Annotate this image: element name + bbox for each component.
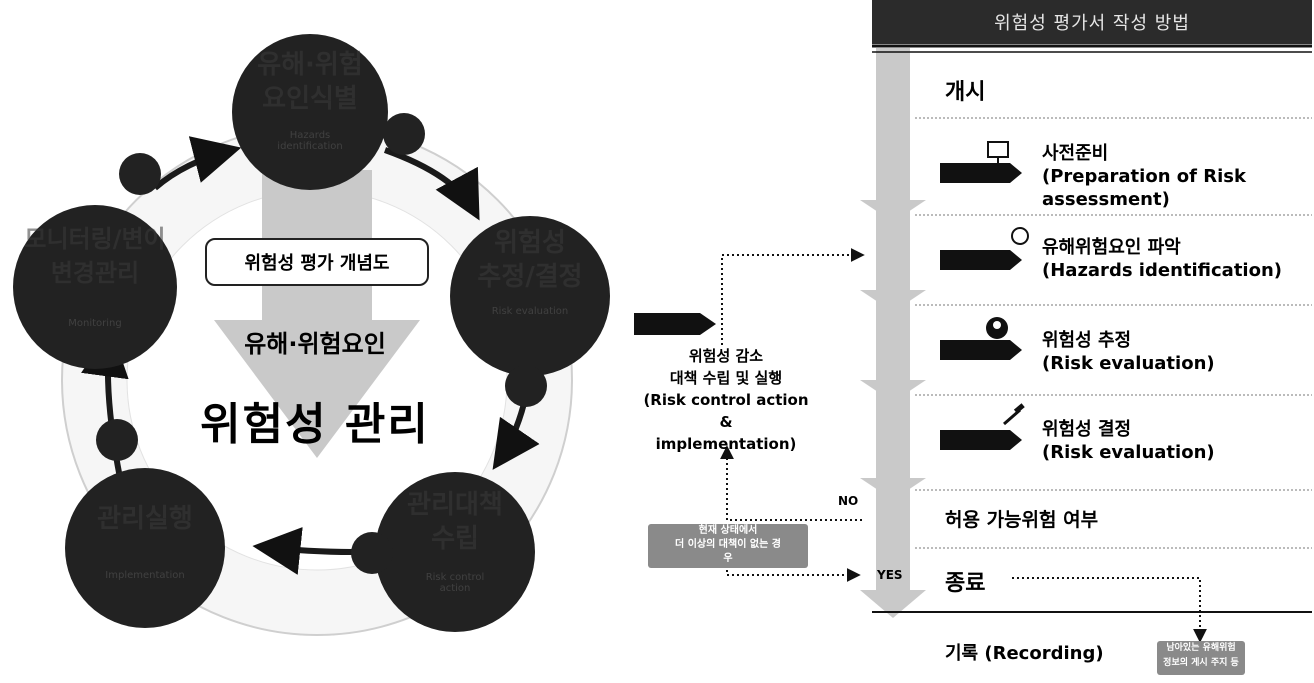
connector-dot <box>119 153 161 195</box>
circle-1-subtitle: Hazards identification <box>277 130 343 152</box>
step-preparation: 사전준비 (Preparation of Risk assessment) <box>1042 143 1246 210</box>
connector-dot <box>505 365 547 407</box>
method-header: 위험성 평가서 작성 방법 <box>872 0 1312 44</box>
connector-dot <box>351 532 393 574</box>
flow-column <box>860 48 926 618</box>
circle-4-title: 관리실행 <box>97 504 193 534</box>
connector-dot <box>383 113 425 155</box>
step-circle-4 <box>65 468 225 628</box>
start-label: 개시 <box>945 80 986 105</box>
step-arrow-1 <box>940 141 1022 183</box>
acceptable-risk-decision: 허용 가능위험 여부 <box>945 509 1099 531</box>
step-risk-determination: 위험성 결정 (Risk evaluation) <box>1042 419 1215 463</box>
no-label: NO <box>838 494 859 508</box>
step-arrow-2 <box>940 227 1029 270</box>
step-arrow-3 <box>940 317 1022 360</box>
circle-5-title: 모니터링/변이 변경관리 <box>24 225 166 287</box>
step-circle-1 <box>232 34 388 190</box>
flow-separators <box>872 44 1312 613</box>
center-title: 위험성 관리 <box>200 399 430 450</box>
dotted-arrow-end <box>1012 577 1207 643</box>
concept-title-box: 위험성 평가 개념도 <box>205 238 429 286</box>
end-label: 종료 <box>945 571 986 596</box>
circle-2-subtitle: Risk evaluation <box>491 306 569 317</box>
step-arrow-4 <box>940 403 1025 450</box>
step-hazards-identification: 유해위험요인 파악 (Hazards identification) <box>1042 237 1282 281</box>
circle-2-title: 위험성 추정/결정 <box>477 228 583 292</box>
yes-label: YES <box>877 568 903 582</box>
control-action-arrow-shape <box>634 313 716 335</box>
circle-3-title: 관리대책 수립 <box>407 490 503 554</box>
control-action-label: 위험성 감소 대책 수립 및 실행 (Risk control action &… <box>643 347 809 453</box>
step-circle-5 <box>13 205 177 369</box>
dotted-arrow-yes <box>726 535 861 582</box>
circle-5-subtitle: Monitoring <box>68 318 122 329</box>
circle-4-subtitle: Implementation <box>105 570 185 581</box>
center-subtitle: 유해·위험요인 <box>244 330 386 358</box>
step-risk-estimation: 위험성 추정 (Risk evaluation) <box>1042 330 1215 374</box>
dotted-arrow-to-hazards <box>721 248 865 345</box>
no-further-action-note: 현재 상태에서 더 이상의 대책이 없는 경 우 <box>648 524 808 568</box>
circle-3-subtitle: Risk control action <box>425 572 485 594</box>
residual-hazard-note: 남아있는 유해위험 정보의 게시 주지 등 <box>1157 641 1245 675</box>
recording-label: 기록 (Recording) <box>945 643 1104 664</box>
dotted-arrow-no <box>720 445 862 521</box>
step-circle-2 <box>450 216 610 376</box>
connector-dot <box>96 419 138 461</box>
step-circle-3 <box>375 472 535 632</box>
circle-1-title: 유해·위험 요인식별 <box>257 50 363 114</box>
